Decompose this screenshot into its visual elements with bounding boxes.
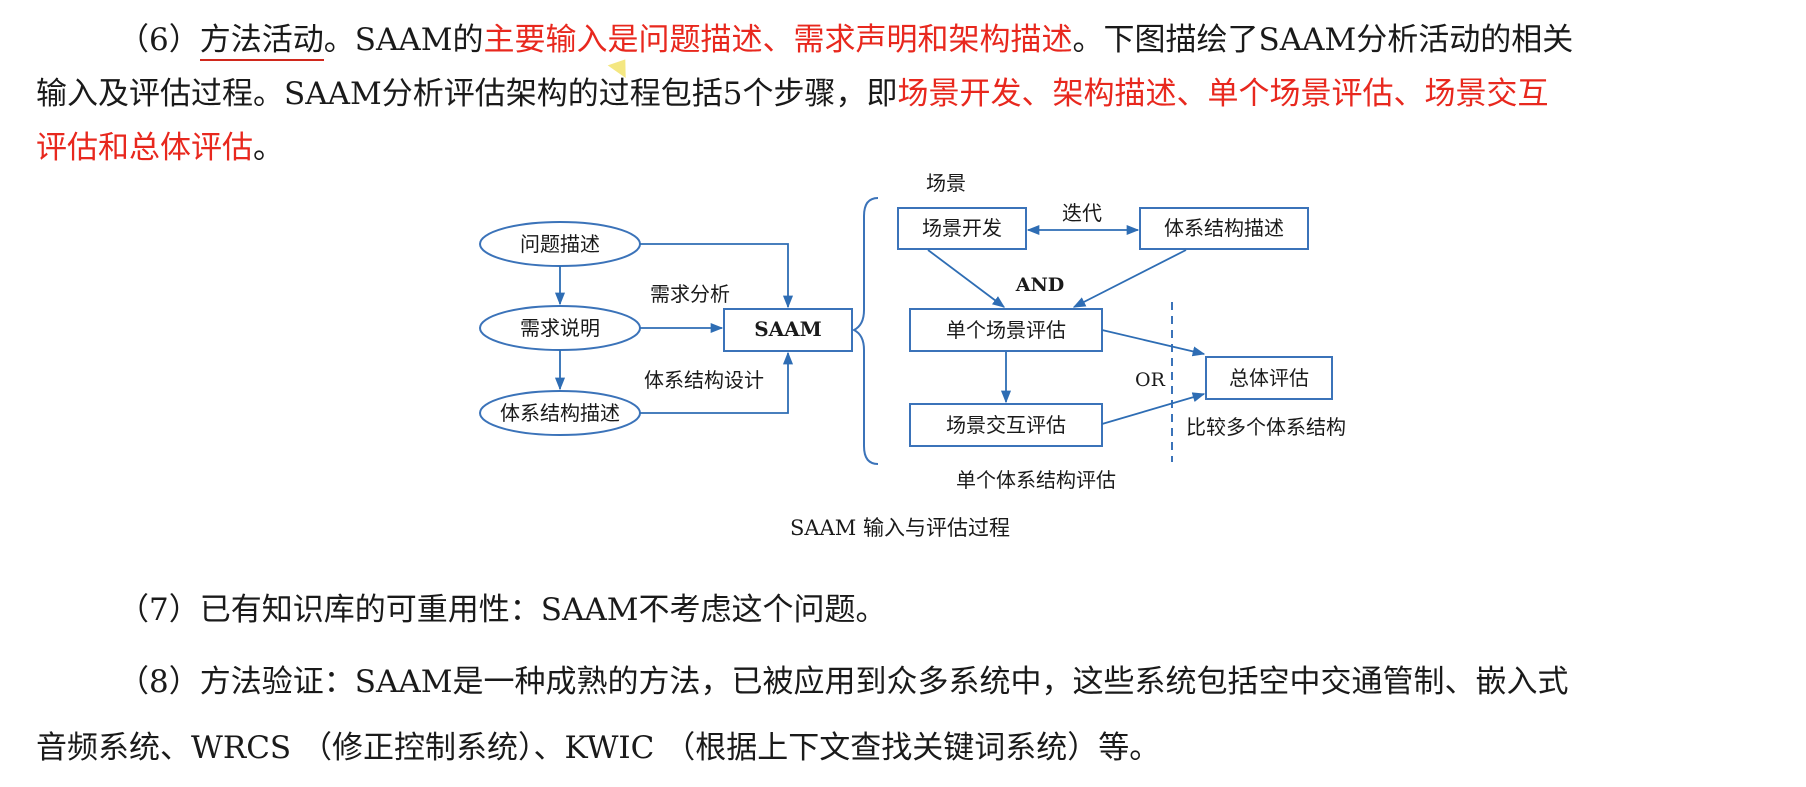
input-requirements-label: 需求说明 <box>520 316 600 340</box>
input-problem-desc-label: 问题描述 <box>520 232 600 256</box>
paragraph-8-line-1: （8）方法验证：SAAM是一种成熟的方法，已被应用到众多系统中，这些系统包括空中… <box>36 660 1568 704</box>
paragraph-6-line-1: （6）方法活动。SAAM的主要输入是问题描述、需求声明和架构描述。下图描绘了SA… <box>36 18 1573 62</box>
or-label: OR <box>1135 369 1166 391</box>
paragraph-6-line-3: 评估和总体评估。 <box>36 126 284 170</box>
para7-text: （7）已有知识库的可重用性：SAAM不考虑这个问题。 <box>118 592 887 628</box>
para6-highlight-steps: 场景开发、架构描述、单个场景评估、场景交互 <box>897 76 1549 112</box>
interaction-eval-label: 场景交互评估 <box>946 413 1066 437</box>
brace <box>851 197 879 465</box>
paragraph-7: （7）已有知识库的可重用性：SAAM不考虑这个问题。 <box>36 588 886 632</box>
compare-multi-label: 比较多个体系结构 <box>1186 415 1346 439</box>
overall-eval-node <box>1205 356 1333 400</box>
para6-text-3: 输入及评估过程。SAAM分析评估架构的过程包括5个步骤，即 <box>36 76 898 112</box>
diagram-caption: SAAM 输入与评估过程 <box>790 516 1010 540</box>
single-eval-label: 单个场景评估 <box>946 318 1066 342</box>
scenario-dev-node <box>897 207 1027 250</box>
overall-eval-label: 总体评估 <box>1229 366 1309 390</box>
arch-desc-label: 体系结构描述 <box>1164 216 1284 240</box>
para6-number: （6） <box>118 22 200 58</box>
para8-text-1: （8）方法验证：SAAM是一种成熟的方法，已被应用到众多系统中，这些系统包括空中… <box>118 664 1569 700</box>
single-arch-eval-label: 单个体系结构评估 <box>956 468 1116 492</box>
para6-heading: 方法活动 <box>199 22 324 61</box>
input-arch-desc-label: 体系结构描述 <box>500 401 620 425</box>
and-label: AND <box>1015 274 1065 296</box>
interaction-eval-node <box>909 403 1103 447</box>
para6-text-2: 。下图描绘了SAAM分析活动的相关 <box>1072 22 1574 58</box>
para6-highlight-inputs: 主要输入是问题描述、需求声明和架构描述 <box>483 22 1073 58</box>
paragraph-6-line-2: 输入及评估过程。SAAM分析评估架构的过程包括5个步骤，即场景开发、架构描述、单… <box>36 72 1548 116</box>
label-arch-design: 体系结构设计 <box>644 368 764 392</box>
iteration-label: 迭代 <box>1062 201 1102 225</box>
para6-text-4: 。 <box>253 130 284 166</box>
paragraph-8-line-2: 音频系统、WRCS （修正控制系统）、KWIC （根据上下文查找关键词系统）等。 <box>36 726 1160 770</box>
para6-text-1: 。SAAM的 <box>323 22 484 58</box>
label-req-analysis: 需求分析 <box>650 282 730 306</box>
scenario-dev-label: 场景开发 <box>922 216 1002 240</box>
scenario-header: 场景 <box>926 171 966 195</box>
para8-text-2: 音频系统、WRCS （修正控制系统）、KWIC （根据上下文查找关键词系统）等。 <box>36 730 1161 766</box>
arch-desc-node <box>1139 207 1309 250</box>
single-eval-node <box>909 308 1103 352</box>
saam-label: SAAM <box>754 317 822 341</box>
para6-highlight-steps-end: 评估和总体评估 <box>36 130 253 166</box>
